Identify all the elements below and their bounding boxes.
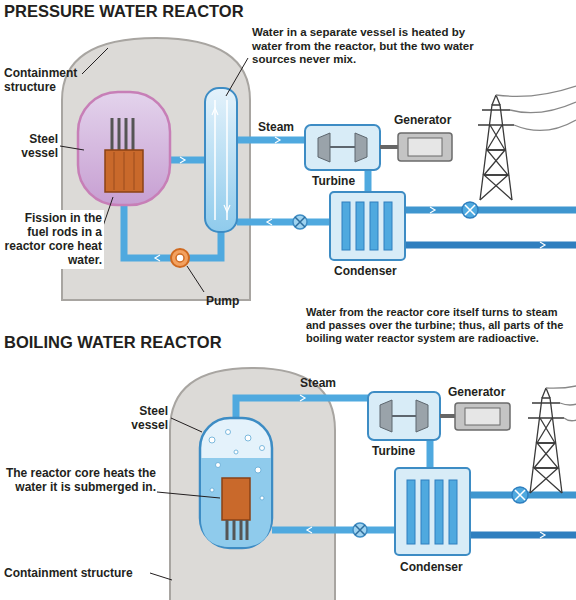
part-label: Pump bbox=[206, 294, 239, 308]
part-label: Containment structure bbox=[4, 566, 164, 580]
bwr-turbine bbox=[368, 392, 440, 440]
bwr-steel-vessel bbox=[200, 418, 272, 548]
pwr-shaft bbox=[380, 145, 398, 149]
callout-note: Fission in the fuel rods in a reactor co… bbox=[2, 210, 104, 269]
callout-note: Water in a separate vessel is heated by … bbox=[252, 26, 488, 67]
part-label: Steam bbox=[300, 376, 336, 390]
callout-note: Water from the reactor core itself turns… bbox=[306, 306, 572, 345]
pwr-generator bbox=[398, 133, 452, 161]
pwr-power-pylon bbox=[478, 86, 576, 200]
part-label: Generator bbox=[394, 113, 451, 127]
part-label: Generator bbox=[448, 385, 505, 399]
bwr-condenser bbox=[395, 468, 470, 555]
pwr-pump bbox=[171, 249, 189, 267]
pwr-steam-generator bbox=[205, 88, 237, 232]
bwr-containment bbox=[170, 368, 335, 600]
part-label: Condenser bbox=[334, 264, 397, 278]
part-label: Steam bbox=[258, 120, 294, 134]
bwr-valve bbox=[353, 523, 367, 537]
part-label: Condenser bbox=[400, 560, 463, 574]
bwr-generator bbox=[455, 403, 510, 430]
pwr-turbine bbox=[305, 125, 380, 170]
part-label: Steel vessel bbox=[112, 404, 168, 432]
leader-lines bbox=[60, 48, 248, 580]
callout-note: The reactor core heats the water it is s… bbox=[4, 466, 156, 494]
section-heading: BOILING WATER REACTOR bbox=[4, 333, 222, 352]
part-label: Turbine bbox=[372, 444, 415, 458]
part-label: Containment structure bbox=[4, 66, 84, 94]
bwr-cooling-pump bbox=[512, 487, 528, 503]
pwr-cooling-pump bbox=[462, 202, 478, 218]
pwr-steel-vessel bbox=[78, 92, 170, 205]
bwr-power-pylon bbox=[528, 385, 576, 493]
bwr-shaft bbox=[440, 414, 455, 418]
part-label: Steel vessel bbox=[4, 132, 58, 160]
pwr-valve bbox=[293, 215, 307, 229]
section-heading: PRESSURE WATER REACTOR bbox=[4, 2, 244, 21]
part-label: Turbine bbox=[312, 174, 355, 188]
pwr-condenser bbox=[330, 192, 405, 260]
